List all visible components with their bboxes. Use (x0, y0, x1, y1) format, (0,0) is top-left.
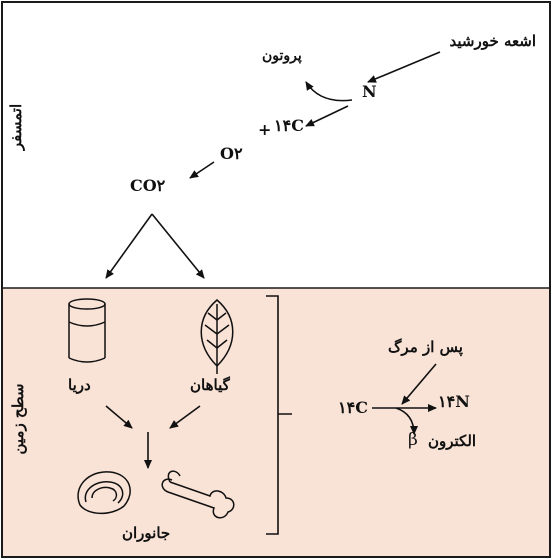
oxygen-symbol: O۲ (220, 144, 243, 163)
plants-label: گیاهان (190, 376, 230, 394)
nitrogen-to-carbon-arrow (306, 106, 348, 126)
sunlight-arrow (368, 52, 440, 82)
decay-carbon14-symbol: ۱۴C (338, 398, 368, 417)
proton-emission-arrow (306, 82, 352, 101)
earth-surface-region (2, 288, 550, 557)
proton-label: پروتون (262, 48, 302, 64)
co2-symbol: CO۲ (130, 176, 165, 195)
sunlight-label: اشعه خورشید (450, 32, 536, 50)
beta-symbol: β (408, 430, 418, 450)
electron-label: الکترون (428, 432, 476, 450)
earth-surface-side-label: سطح زمین (9, 379, 27, 459)
decay-nitrogen14-symbol: ۱۴N (438, 392, 470, 411)
nitrogen-symbol: N (362, 82, 377, 101)
co2-to-plants-arrow (152, 214, 204, 278)
animals-label: جانوران (122, 524, 170, 542)
sea-label: دریا (68, 376, 91, 394)
carbon14-symbol: ۱۴C (274, 116, 304, 135)
plus-sign: + (258, 120, 271, 139)
co2-to-sea-arrow (106, 214, 152, 278)
after-death-label: پس از مرگ (388, 338, 463, 356)
atmosphere-side-label: اتمسفر (7, 97, 25, 157)
oxygen-to-co2-arrow (190, 162, 214, 178)
